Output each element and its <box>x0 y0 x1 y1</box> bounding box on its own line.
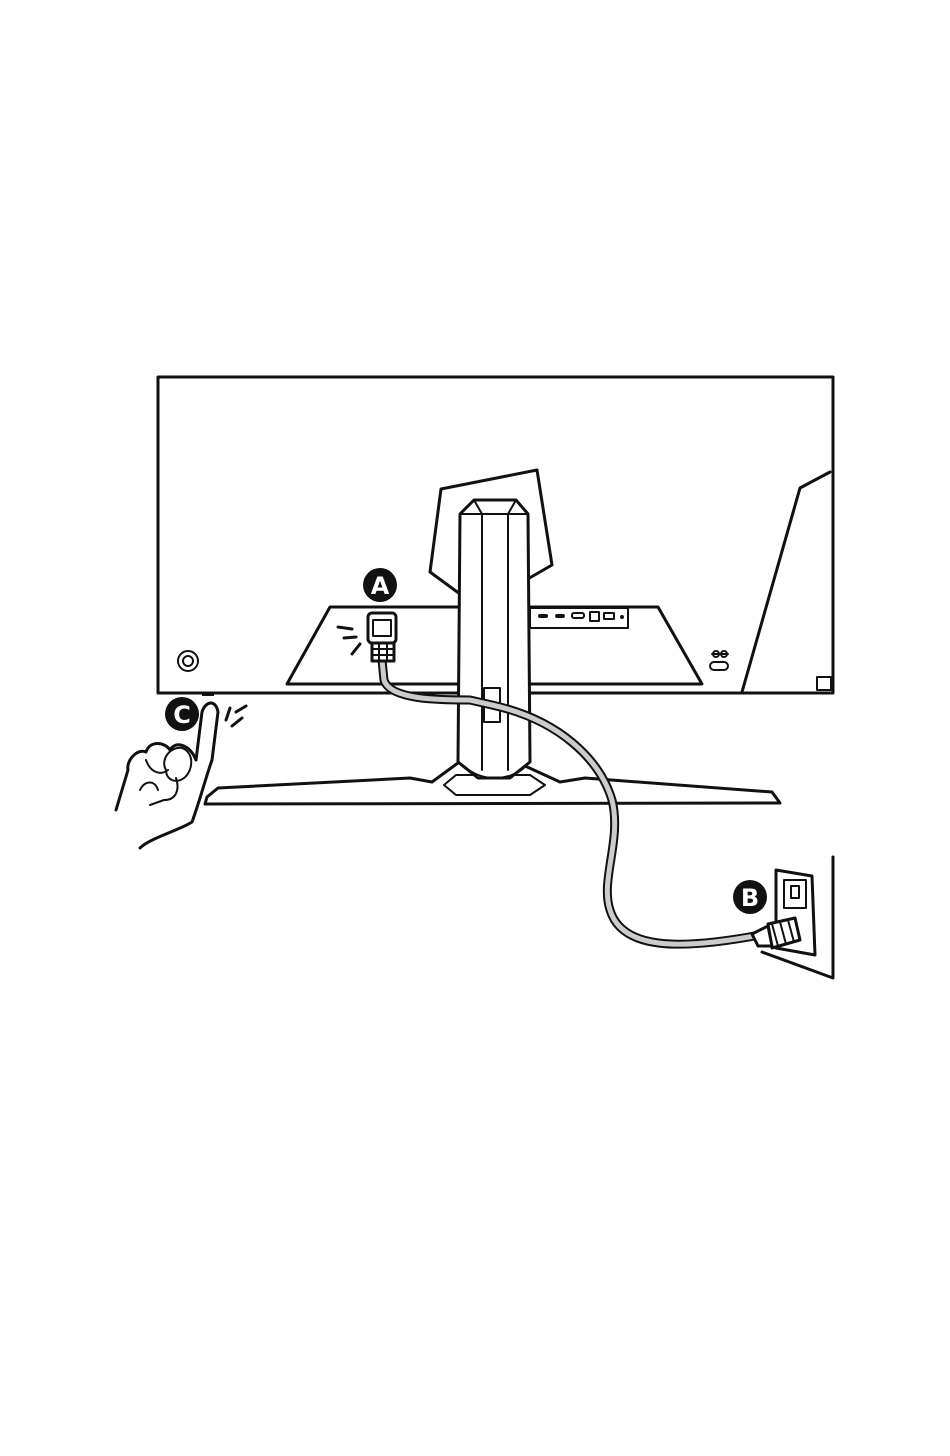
label-c-text: C <box>173 701 191 729</box>
audio-jack-icon <box>620 615 624 619</box>
stand-column <box>458 500 530 778</box>
label-badge-a: A <box>363 568 397 602</box>
hdmi-port-icon <box>538 614 548 618</box>
label-a-text: A <box>371 572 390 600</box>
label-badge-c: C <box>165 697 199 731</box>
label-b-text: B <box>741 884 759 912</box>
joystick-button <box>202 692 214 696</box>
label-badge-b: B <box>733 880 767 914</box>
wall-outlet <box>752 857 833 978</box>
power-plug-b <box>752 918 800 948</box>
hdmi-port-icon <box>555 614 565 618</box>
